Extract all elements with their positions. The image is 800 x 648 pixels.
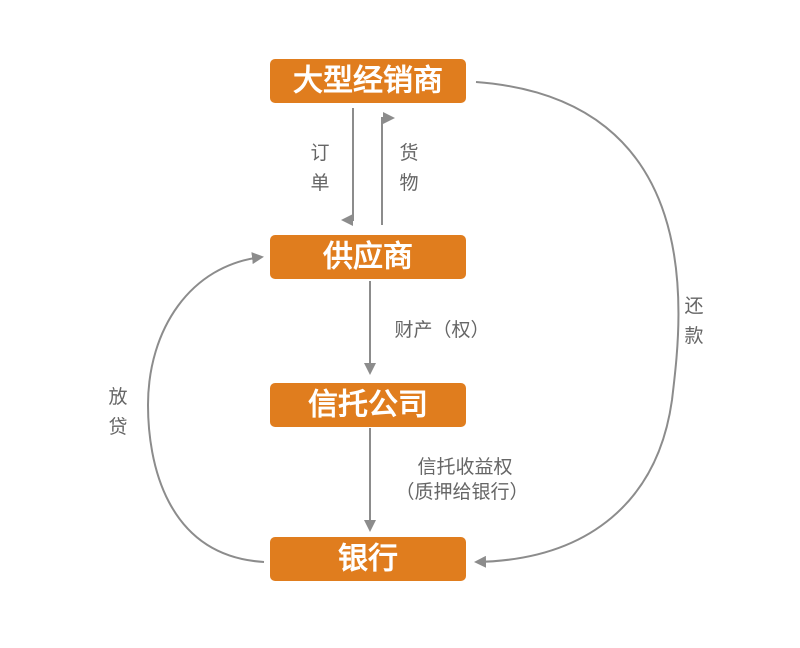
node-trust-company-label: 信托公司	[308, 388, 428, 423]
pledge-to-bank-label: （质押给银行）	[395, 481, 528, 503]
order-label-2: 单	[310, 172, 329, 194]
property-rights-label: 财产（权）	[394, 319, 489, 341]
node-distributor: 大型经销商	[270, 59, 466, 103]
node-supplier: 供应商	[270, 235, 466, 279]
node-supplier-label: 供应商	[322, 240, 413, 275]
node-distributor-label: 大型经销商	[293, 64, 443, 99]
node-bank-label: 银行	[338, 542, 398, 577]
repayment-arrow	[474, 81, 680, 568]
goods-arrow	[381, 112, 395, 225]
trust-beneficiary-right-label: 信托收益权	[417, 456, 512, 478]
loan-arrow	[146, 252, 265, 563]
node-trust-company: 信托公司	[270, 383, 466, 427]
order-arrow	[341, 108, 354, 226]
node-bank: 银行	[270, 537, 466, 581]
goods-label-2: 物	[399, 172, 418, 194]
loan-label-1: 放	[108, 386, 127, 408]
goods-label-1: 货	[399, 142, 418, 164]
repayment-label-1: 还	[684, 295, 703, 317]
repayment-label-2: 款	[684, 325, 703, 347]
order-label-1: 订	[310, 142, 329, 164]
loan-label-2: 贷	[108, 416, 127, 438]
